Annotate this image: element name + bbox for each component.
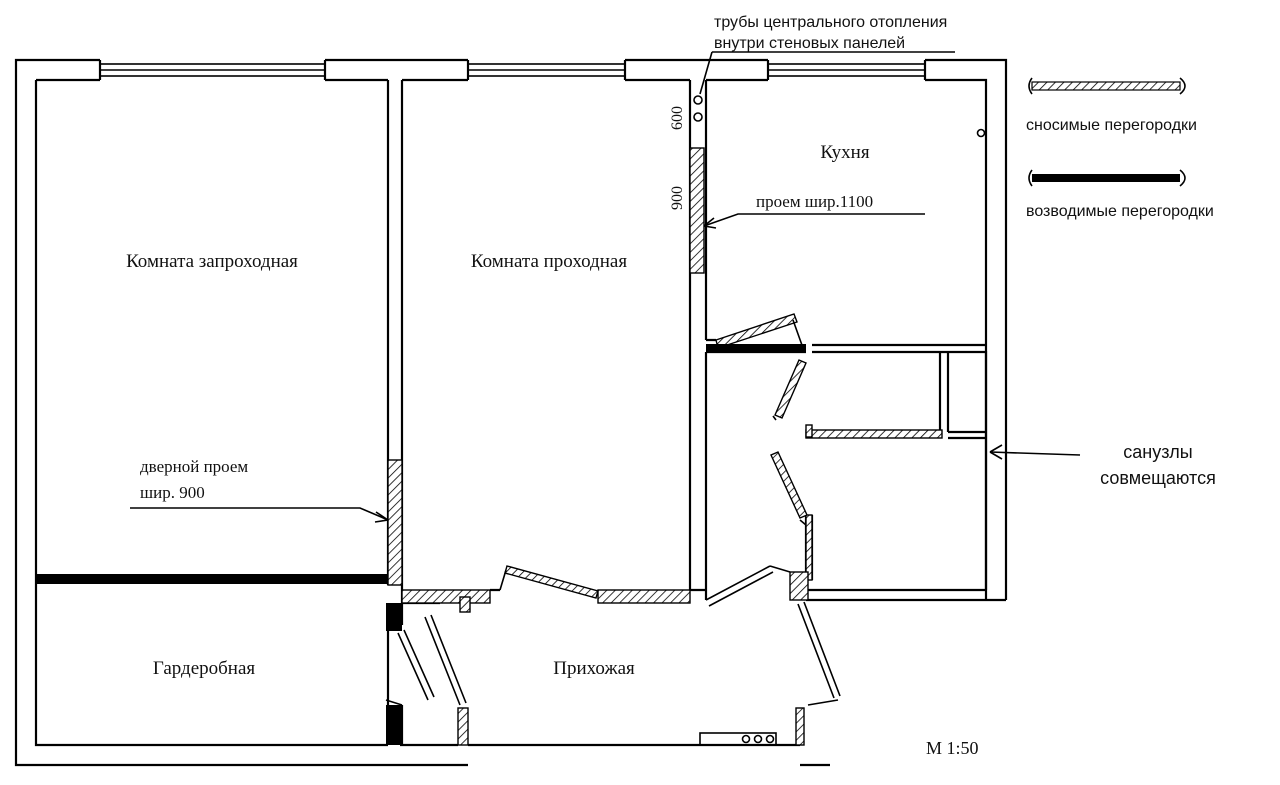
bathrooms-note-line1: санузлы	[1123, 442, 1192, 462]
pipes-note-line2: внутри стеновых панелей	[714, 35, 905, 52]
scale-label: М 1:50	[926, 738, 979, 758]
room-label-pass-through: Комната проходная	[471, 251, 627, 272]
windows	[99, 63, 926, 77]
doors	[385, 319, 841, 706]
dimension-900: 900	[669, 186, 686, 210]
dimension-600: 600	[669, 106, 686, 130]
legend	[1028, 77, 1186, 187]
room-label-wardrobe: Гардеробная	[153, 658, 256, 679]
fixtures	[693, 95, 986, 746]
room-label-hallway: Прихожая	[553, 658, 635, 679]
removed-partitions	[387, 147, 943, 746]
door-opening-note-line2: шир. 900	[140, 483, 205, 502]
room-label-kitchen: Кухня	[820, 142, 869, 163]
pipes-note-line1: трубы центрального отопления	[714, 14, 947, 31]
kitchen-opening-note: проем шир.1100	[756, 192, 873, 211]
legend-erected-label: возводимые перегородки	[1026, 203, 1214, 220]
erected-partitions	[36, 344, 806, 745]
room-label-walk-in: Комната запроходная	[126, 251, 298, 272]
leader-lines	[130, 51, 1081, 523]
labels: Комната запроходная Комната проходная Ку…	[126, 14, 1216, 758]
legend-removed-label: сносимые перегородки	[1026, 117, 1197, 134]
door-opening-note-line1: дверной проем	[140, 457, 248, 476]
bathrooms-note-line2: совмещаются	[1100, 468, 1216, 488]
